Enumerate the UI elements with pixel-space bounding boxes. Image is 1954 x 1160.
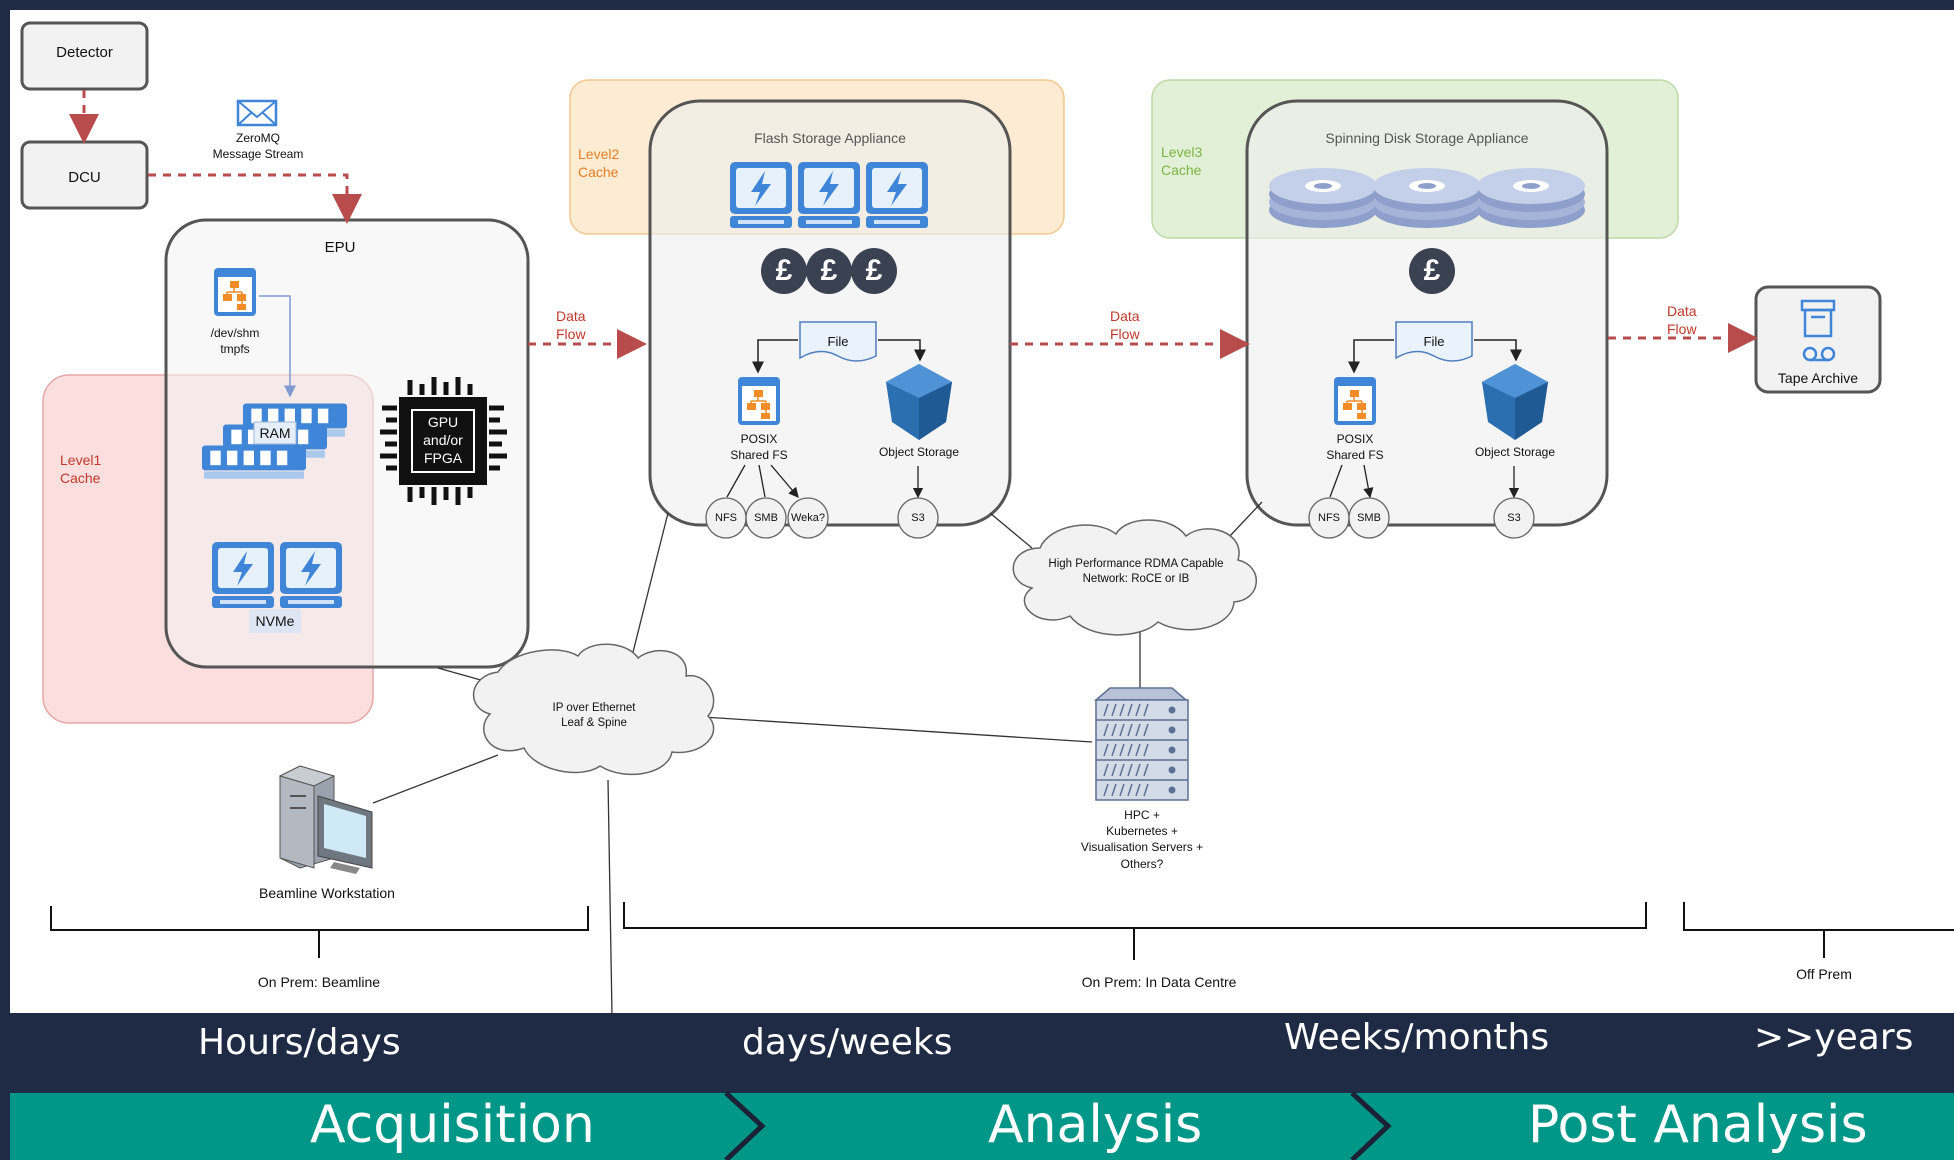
- file-label: File: [827, 334, 849, 349]
- spinning-disk-icon: [1477, 168, 1585, 228]
- phase-analysis-band: [726, 1093, 1388, 1160]
- ram-stick-icon: [202, 445, 306, 479]
- hpc-label: HPC + Kubernetes + Visualisation Servers…: [1080, 808, 1204, 871]
- ram-label-bg: [253, 421, 297, 445]
- weka-label: Weka?: [790, 512, 826, 524]
- timeline-years: >>years: [1754, 1017, 1914, 1058]
- off-prem-bracket: [1683, 902, 1954, 958]
- on-prem-beamline-label: On Prem: Beamline: [257, 974, 381, 990]
- file-to-object-arrow: [1474, 339, 1522, 362]
- phase-acquisition-band: [10, 1093, 762, 1160]
- nvme-label: NVMe: [255, 613, 295, 629]
- dcu-label: DCU: [68, 169, 101, 186]
- data-centre-bracket: [623, 902, 1647, 960]
- posix-protocol-arrows: [1329, 464, 1370, 497]
- detector-box: [20, 21, 149, 91]
- posix-fs-label: POSIX Shared FS: [1326, 432, 1384, 462]
- phase-chevrons: [724, 1091, 1392, 1160]
- nvme-flash-icon: [280, 542, 342, 608]
- workstation-computer-icon: [278, 765, 373, 874]
- beamline-bracket: [50, 906, 589, 958]
- file-to-posix-arrow: [752, 339, 798, 374]
- file-to-posix-arrow: [1348, 339, 1394, 374]
- flash-drive-icon: [730, 162, 792, 228]
- s3-protocol-node: [897, 497, 939, 539]
- cost-pound-icon: [851, 248, 897, 294]
- smb-protocol-node: [745, 497, 787, 539]
- cost-pound-icon: [806, 248, 852, 294]
- nfs-label: NFS: [715, 512, 737, 524]
- detector-label: Detector: [56, 44, 113, 61]
- network-links: [372, 501, 1263, 1016]
- level1-cache-label: Level1 Cache: [60, 452, 102, 487]
- envelope-icon: [236, 99, 278, 127]
- dcu-to-epu-arrow: [148, 173, 362, 224]
- gpu-fpga-label: GPU and/or FPGA: [423, 414, 463, 467]
- tape-archive-icon: [1800, 299, 1836, 362]
- timeline-hours-days: Hours/days: [198, 1022, 401, 1063]
- smb-protocol-node: [1348, 497, 1390, 539]
- spinning-disk-icon: [1373, 168, 1481, 228]
- level2-cache-label: Level2 Cache: [578, 146, 620, 181]
- cost-pound-icon: [1409, 248, 1455, 294]
- data-flow-label: Data Flow: [1667, 303, 1697, 338]
- posix-fs-icon: [737, 376, 781, 426]
- epu-label: EPU: [324, 239, 356, 256]
- ethernet-network-label: IP over Ethernet Leaf & Spine: [552, 702, 636, 729]
- tmpfs-folder-icon: [213, 267, 257, 317]
- on-prem-data-centre-label: On Prem: In Data Centre: [1081, 974, 1237, 990]
- ram-label: RAM: [259, 425, 291, 441]
- nfs-label: NFS: [1318, 512, 1340, 524]
- smb-label: SMB: [754, 512, 778, 524]
- cost-pound-icon: [761, 248, 807, 294]
- phase-post-analysis-label: Post Analysis: [1528, 1095, 1868, 1155]
- level3-cache-label: Level3 Cache: [1161, 144, 1203, 179]
- file-label: File: [1423, 334, 1445, 349]
- rdma-network-label: High Performance RDMA Capable Network: R…: [1048, 558, 1224, 585]
- phase-analysis-label: Analysis: [988, 1095, 1203, 1155]
- flash-appliance-title: Flash Storage Appliance: [754, 130, 906, 146]
- pound-symbol: £: [820, 254, 838, 287]
- rdma-network-cloud: [1012, 519, 1257, 636]
- posix-fs-label: POSIX Shared FS: [730, 432, 788, 462]
- ethernet-network-cloud: [473, 643, 715, 776]
- s3-protocol-node: [1493, 497, 1535, 539]
- flash-drive-icon: [798, 162, 860, 228]
- timeline-days-weeks: days/weeks: [742, 1022, 953, 1063]
- phase-post-analysis-band: [1352, 1093, 1954, 1160]
- smb-label: SMB: [1357, 512, 1381, 524]
- pound-symbol: £: [775, 254, 793, 287]
- tape-archive-label: Tape Archive: [1777, 370, 1859, 386]
- data-flow-label: Data Flow: [556, 308, 586, 343]
- file-to-object-arrow: [878, 339, 926, 362]
- timeline-weeks-months: Weeks/months: [1284, 1017, 1550, 1058]
- object-storage-label: Object Storage: [1474, 445, 1556, 459]
- phase-acquisition-label: Acquisition: [310, 1095, 595, 1155]
- spinning-disk-icon: [1269, 168, 1377, 228]
- object-storage-label: Object Storage: [878, 445, 960, 459]
- nvme-label-bg: [249, 609, 301, 633]
- pound-symbol: £: [865, 254, 883, 287]
- data-flow-label: Data Flow: [1110, 308, 1140, 343]
- workstation-label: Beamline Workstation: [259, 885, 395, 901]
- weka-protocol-node: [787, 497, 829, 539]
- spinning-appliance-title: Spinning Disk Storage Appliance: [1325, 130, 1529, 146]
- tmpfs-to-ram-arrow: [259, 295, 296, 398]
- tmpfs-label: /dev/shm tmpfs: [210, 326, 260, 356]
- pound-symbol: £: [1423, 254, 1441, 287]
- s3-label: S3: [911, 512, 925, 524]
- zeromq-label: ZeroMQ Message Stream: [212, 131, 304, 162]
- flash-drive-icon: [866, 162, 928, 228]
- posix-protocol-arrows: [726, 464, 798, 497]
- s3-label: S3: [1507, 512, 1521, 524]
- nvme-flash-icon: [212, 542, 274, 608]
- gpu-chip-icon: [380, 377, 507, 505]
- hpc-server-rack-icon: [1093, 687, 1189, 801]
- posix-fs-icon: [1333, 376, 1377, 426]
- spinning-disk-appliance-box: [1245, 99, 1609, 527]
- off-prem-label: Off Prem: [1796, 966, 1852, 982]
